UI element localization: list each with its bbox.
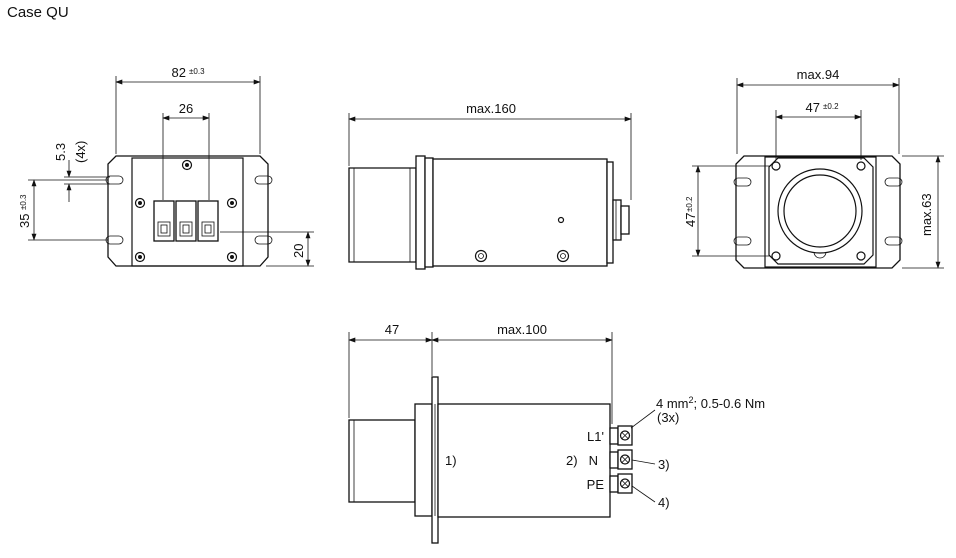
- terminal-block: [175, 200, 197, 242]
- terminal-pitch-label: 26: [179, 101, 193, 116]
- note-2-label: 2): [566, 453, 578, 468]
- screw-icon: [771, 251, 781, 261]
- terminal-label-PE: PE: [587, 477, 605, 492]
- socket-outer-ring: [777, 168, 863, 254]
- note-3-label: 3): [658, 457, 670, 472]
- terminal-label-L1: L1': [587, 429, 604, 444]
- screw-icon: [856, 161, 866, 171]
- slot-height-label: 35: [17, 214, 32, 228]
- screw-icon: [474, 249, 488, 263]
- offset-label: 20: [291, 244, 306, 258]
- end-vertical-span-tolerance: ±0.2: [685, 196, 694, 212]
- end-body-chamfer: [768, 157, 874, 265]
- end-height-label: max.63: [919, 193, 934, 236]
- side-indicator: [557, 216, 565, 224]
- screw-icon: [856, 251, 866, 261]
- terminal-screw-PE: [609, 473, 633, 494]
- screw-icon: [556, 249, 570, 263]
- front-width-tolerance: ±0.3: [189, 67, 205, 76]
- screw-icon: [181, 159, 193, 171]
- terminal-screw-L1: [609, 425, 633, 446]
- end-flange-plate: [735, 155, 901, 269]
- mounting-slot: [884, 236, 903, 246]
- front-body: [131, 157, 244, 267]
- front-view: 82 ±0.3 26 5.3 (4x) 35 ±0.3 20: [17, 65, 314, 267]
- screw-icon: [134, 251, 146, 263]
- end-width-label: max.94: [797, 67, 840, 82]
- screw-icon: [226, 197, 238, 209]
- mounting-slot: [254, 235, 273, 245]
- side-view: max.160: [348, 101, 632, 270]
- detail-flange: [414, 403, 433, 517]
- screw-icon: [226, 251, 238, 263]
- side-flange: [415, 155, 426, 270]
- end-hole-span-tolerance: ±0.2: [823, 102, 839, 111]
- terminal-block: [153, 200, 175, 242]
- side-body: [432, 158, 608, 267]
- mounting-slot: [254, 175, 273, 185]
- slot-width-label: 5.3: [53, 143, 68, 161]
- front-width-label: 82: [172, 65, 186, 80]
- terminal-screw-N: [609, 449, 633, 470]
- detail-body: [437, 403, 611, 518]
- torque-count-label: (3x): [657, 410, 679, 425]
- slot-count-label: (4x): [73, 141, 88, 163]
- detail-view: 47 max.100 4 mm2; 0.5-0.6 Nm (3x) L1' N …: [348, 322, 765, 544]
- screw-icon: [771, 161, 781, 171]
- note-1-label: 1): [445, 453, 457, 468]
- side-length-label: max.160: [466, 101, 516, 116]
- mounting-slot: [733, 177, 752, 187]
- terminal-block: [197, 200, 219, 242]
- end-view: max.94 47 ±0.2 47 ±0.2 max.63: [683, 67, 944, 269]
- detail-inlet: [348, 419, 416, 503]
- end-vertical-span-label: 47: [683, 213, 698, 227]
- screw-icon: [134, 197, 146, 209]
- slot-height-tolerance: ±0.3: [19, 194, 28, 210]
- inlet-length-label: 47: [385, 322, 399, 337]
- mounting-slot: [884, 177, 903, 187]
- drawing-title: Case QU: [7, 4, 69, 21]
- end-body: [764, 156, 877, 268]
- mounting-slot: [733, 236, 752, 246]
- socket-inner-ring: [783, 174, 857, 248]
- note-4-label: 4): [658, 495, 670, 510]
- end-hole-span-label: 47: [806, 100, 820, 115]
- terminal-label-N: N: [589, 453, 598, 468]
- body-length-label: max.100: [497, 322, 547, 337]
- torque-spec-label: 4 mm2; 0.5-0.6 Nm: [656, 395, 765, 411]
- side-inlet: [348, 167, 417, 263]
